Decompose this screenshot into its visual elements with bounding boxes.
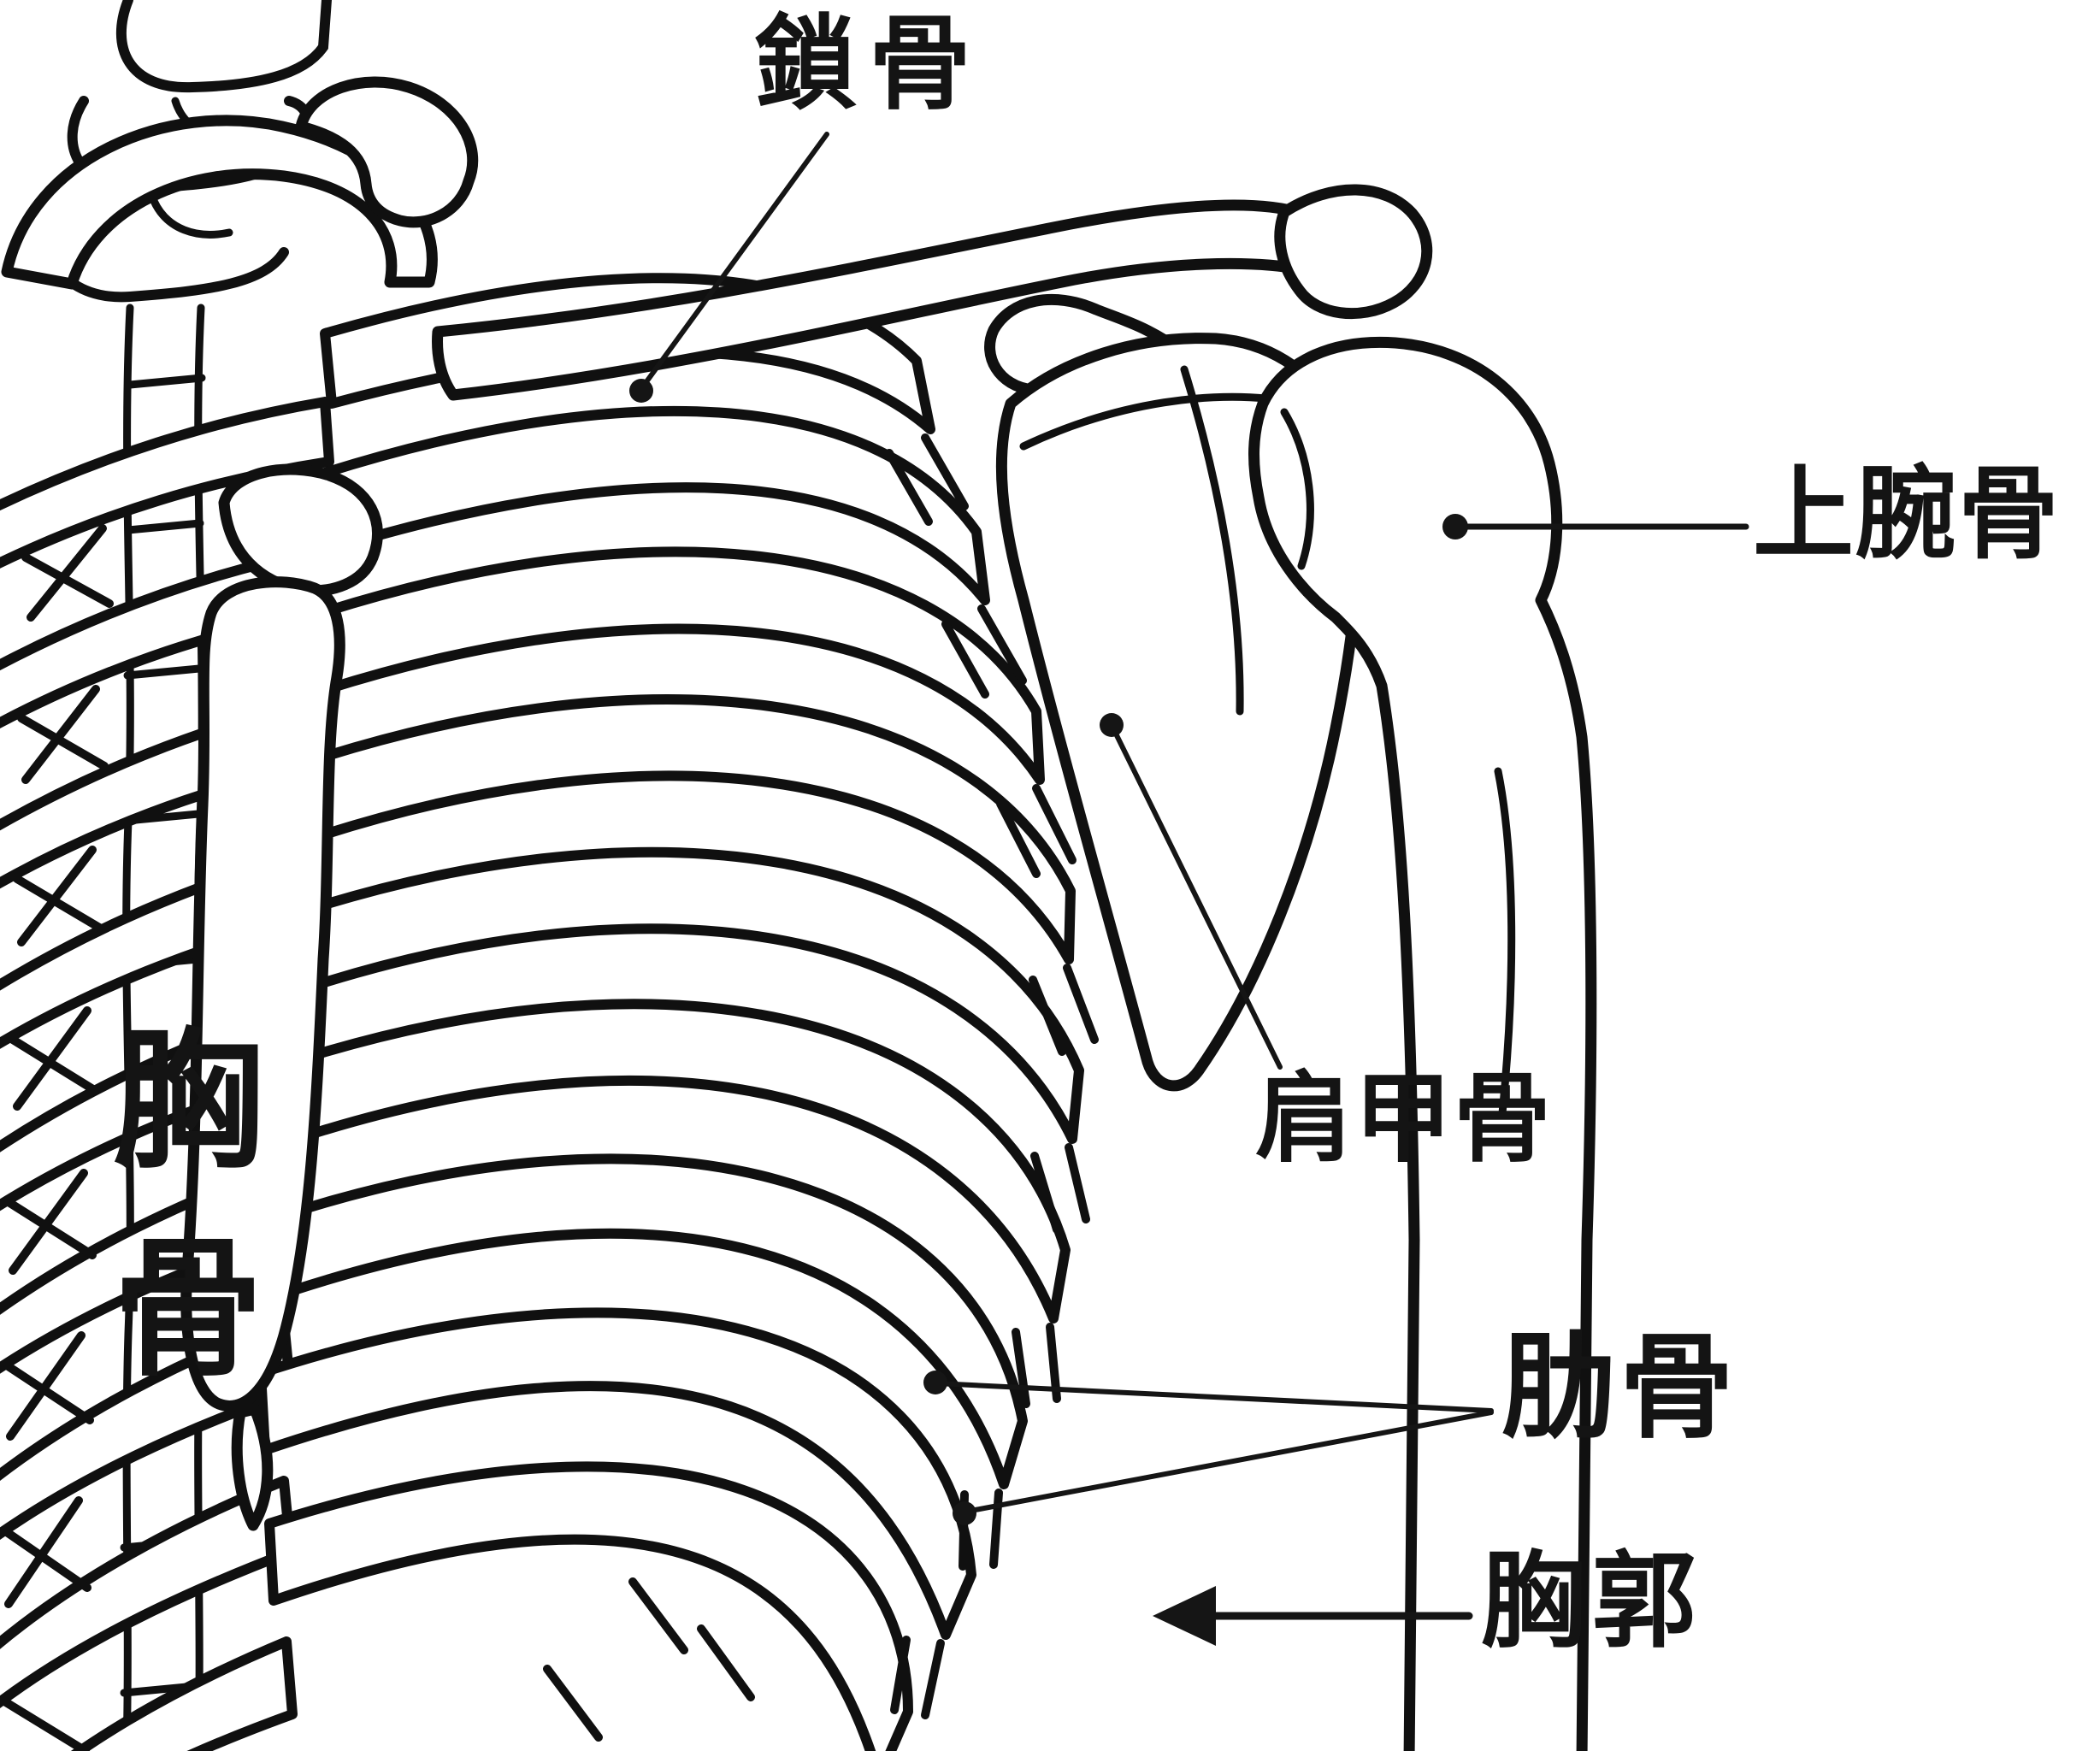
ribs-leader-line-upper (935, 1381, 1494, 1413)
humerus-bone (1248, 336, 1597, 1751)
acromion (1274, 184, 1433, 320)
thorax-arrow-head-icon (1153, 1586, 1216, 1646)
label-ribs: 肋骨 (1501, 1321, 1738, 1454)
left-rib-hatching (0, 524, 114, 1751)
ribs-leader-line-lower (964, 1410, 1494, 1514)
label-scapula: 肩甲骨 (1255, 1062, 1554, 1176)
ribs-leader-dot-lower (953, 1501, 976, 1525)
label-sternum: 胸骨 (113, 1014, 264, 1397)
humerus-leader-dot (1442, 514, 1468, 539)
annotation-leaders (629, 132, 1749, 1646)
rib-hatching (543, 433, 1099, 1742)
scapula-leader-line (1111, 726, 1283, 1070)
clavicle-leader-line (640, 132, 829, 389)
scapula-leader-dot (1100, 713, 1124, 737)
label-thorax: 胸郭 (1481, 1541, 1703, 1662)
label-humerus: 上腕骨 (1753, 455, 2062, 573)
clavicle-leader-dot (629, 379, 653, 403)
first-rib-loops-icon (1, 76, 479, 290)
ribs-leader-dot-upper (923, 1371, 947, 1394)
rib-cage (251, 273, 1084, 1751)
sternum-bone (180, 463, 383, 1531)
label-clavicle: 鎖骨 (754, 5, 983, 124)
